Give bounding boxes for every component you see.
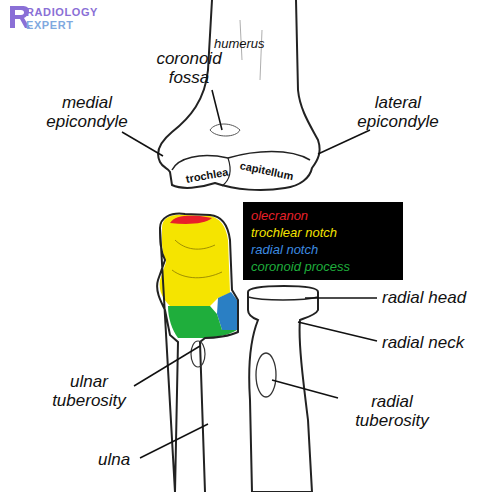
- leader-line: [140, 424, 208, 458]
- radial-tuberosity-mark: [256, 353, 276, 397]
- logo-text: RADIOLOGY: [26, 6, 98, 18]
- legend-entry: radial notch: [251, 241, 395, 258]
- ulna-fill: [157, 214, 238, 492]
- trochlear-notch-region: [160, 215, 230, 306]
- notch-hatching: [172, 240, 222, 278]
- part-label: ulnar tuberosity: [40, 372, 138, 410]
- ulnar-tuberosity-mark: [191, 341, 205, 367]
- legend-entry: coronoid process: [251, 258, 395, 275]
- legend-text: olecranon: [251, 208, 308, 223]
- humerus-bone: [158, 0, 320, 190]
- part-label: radial tuberosity: [340, 392, 444, 430]
- fossa-outline: [210, 124, 240, 136]
- legend-box: olecranon trochlear notch radial notch coro…: [243, 202, 403, 280]
- leader-line: [122, 132, 163, 156]
- legend-color-sample: radial notch: [251, 242, 318, 257]
- part-label: radial head: [382, 288, 466, 307]
- leader-line: [305, 297, 377, 299]
- legend-entry: trochlear notch: [251, 224, 395, 241]
- bone-label: ulna: [98, 450, 130, 469]
- legend-text: trochlear notch: [251, 225, 337, 240]
- logo-text: EXPERT: [26, 19, 74, 31]
- legend-text: radial notch: [251, 242, 318, 257]
- leader-line: [272, 380, 338, 398]
- leader-line: [318, 130, 370, 154]
- legend-entry: olecranon: [251, 207, 395, 224]
- leader-line: [298, 322, 377, 341]
- part-label: radial neck: [382, 333, 464, 352]
- legend-color-sample: coronoid process: [251, 259, 350, 274]
- legend-color-sample: trochlear notch: [251, 225, 337, 240]
- coronoid-region: [168, 306, 237, 338]
- ulna-outline: [157, 214, 238, 492]
- olecranon-region: [170, 216, 212, 224]
- leader-line: [212, 90, 222, 130]
- legend-color-sample: olecranon: [251, 208, 308, 223]
- leader-line: [134, 346, 200, 386]
- part-label: coronoid fossa: [138, 49, 240, 87]
- part-label: lateral epicondyle: [346, 93, 450, 131]
- part-label: medial epicondyle: [38, 93, 136, 131]
- legend-text: coronoid process: [251, 259, 350, 274]
